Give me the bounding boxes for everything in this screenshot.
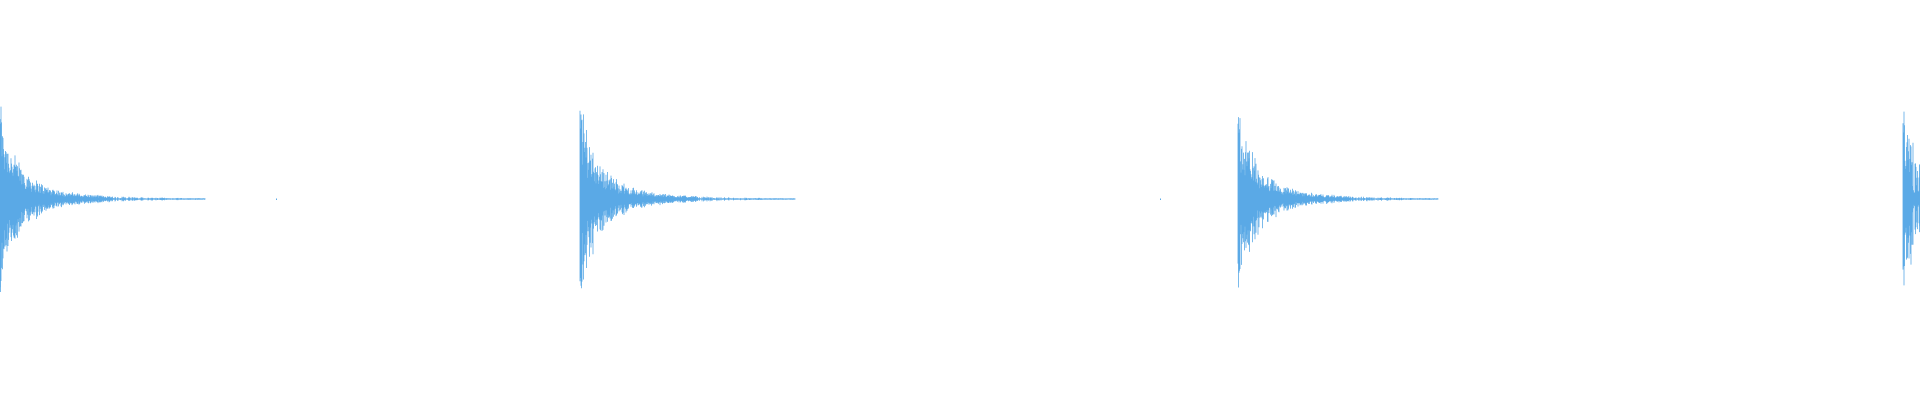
waveform-noise-dot: [276, 198, 277, 200]
waveform-stroke: [579, 110, 796, 289]
waveform-stroke: [1902, 111, 1920, 286]
waveform-hit-3: [1237, 117, 1439, 288]
waveform-stroke: [0, 106, 206, 292]
waveform-hit-4: [1902, 111, 1920, 286]
waveform-stroke: [1237, 117, 1439, 288]
waveform-samples: [0, 106, 1920, 292]
waveform-hit-2: [579, 110, 796, 289]
waveform-noise-dot: [1160, 198, 1161, 200]
waveform-hit-1: [0, 106, 206, 292]
